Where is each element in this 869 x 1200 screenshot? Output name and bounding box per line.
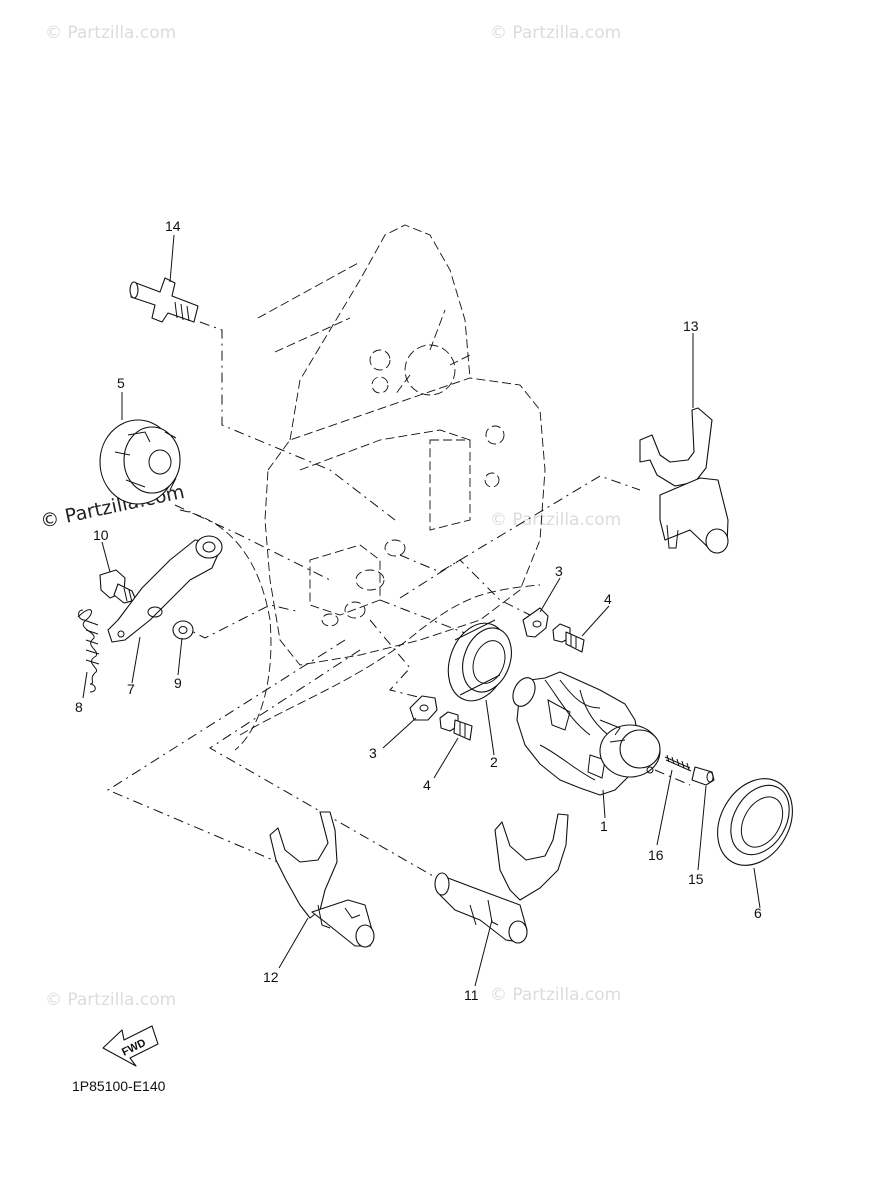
callout-16: 16 xyxy=(648,847,664,863)
part-3-plate-lower[interactable] xyxy=(409,695,438,721)
part-10-bolt[interactable] xyxy=(99,569,137,604)
part-5-segment[interactable] xyxy=(99,419,181,505)
callout-14: 14 xyxy=(165,218,181,234)
part-4-bolt-upper[interactable] xyxy=(552,623,585,653)
watermark-mid-right: © Partzilla.com xyxy=(490,510,621,530)
watermark-bottom-left: © Partzilla.com xyxy=(45,990,176,1010)
part-14-shift-pin[interactable] xyxy=(129,277,199,323)
callout-10: 10 xyxy=(93,527,109,543)
callout-9: 9 xyxy=(174,675,182,691)
part-13-shift-fork[interactable] xyxy=(639,407,729,554)
part-3-plate-upper[interactable] xyxy=(522,607,549,638)
part-16-spring[interactable] xyxy=(664,754,692,772)
callout-3-lower: 3 xyxy=(369,745,377,761)
part-11-shift-fork[interactable] xyxy=(434,813,569,944)
diagram-code: 1P85100-E140 xyxy=(72,1078,166,1094)
callout-4-lower: 4 xyxy=(423,777,431,793)
crankcase-outline xyxy=(179,224,546,751)
part-6-oil-seal[interactable] xyxy=(703,765,808,879)
part-8-spring[interactable] xyxy=(77,609,100,693)
callout-5: 5 xyxy=(117,375,125,391)
callout-1: 1 xyxy=(600,818,608,834)
callout-4-upper: 4 xyxy=(604,591,612,607)
callouts: 14 5 10 8 7 9 13 3 4 3 4 2 1 16 15 6 12 … xyxy=(75,218,762,1003)
watermark-top-right: © Partzilla.com xyxy=(490,23,621,43)
callout-6: 6 xyxy=(754,905,762,921)
callout-8: 8 xyxy=(75,699,83,715)
callout-13: 13 xyxy=(683,318,699,334)
part-12-shift-fork[interactable] xyxy=(269,811,375,948)
part-15-pin[interactable] xyxy=(691,766,715,786)
part-9-washer[interactable] xyxy=(172,620,194,640)
callout-2: 2 xyxy=(490,754,498,770)
watermark-bottom-right: © Partzilla.com xyxy=(490,985,621,1005)
callout-3-upper: 3 xyxy=(555,563,563,579)
part-7-stopper-lever[interactable] xyxy=(107,535,223,643)
callout-7: 7 xyxy=(127,681,135,697)
part-2-bearing[interactable] xyxy=(438,615,520,709)
callout-11: 11 xyxy=(464,987,479,1003)
watermark-top-left: © Partzilla.com xyxy=(45,23,176,43)
leader-lines xyxy=(82,234,761,987)
callout-15: 15 xyxy=(688,871,704,887)
part-4-bolt-lower[interactable] xyxy=(439,711,473,741)
assembly-lines xyxy=(106,321,691,881)
fwd-arrow-icon: FWD xyxy=(102,1025,159,1067)
part-1-shift-drum[interactable] xyxy=(509,671,661,796)
callout-12: 12 xyxy=(263,969,279,985)
